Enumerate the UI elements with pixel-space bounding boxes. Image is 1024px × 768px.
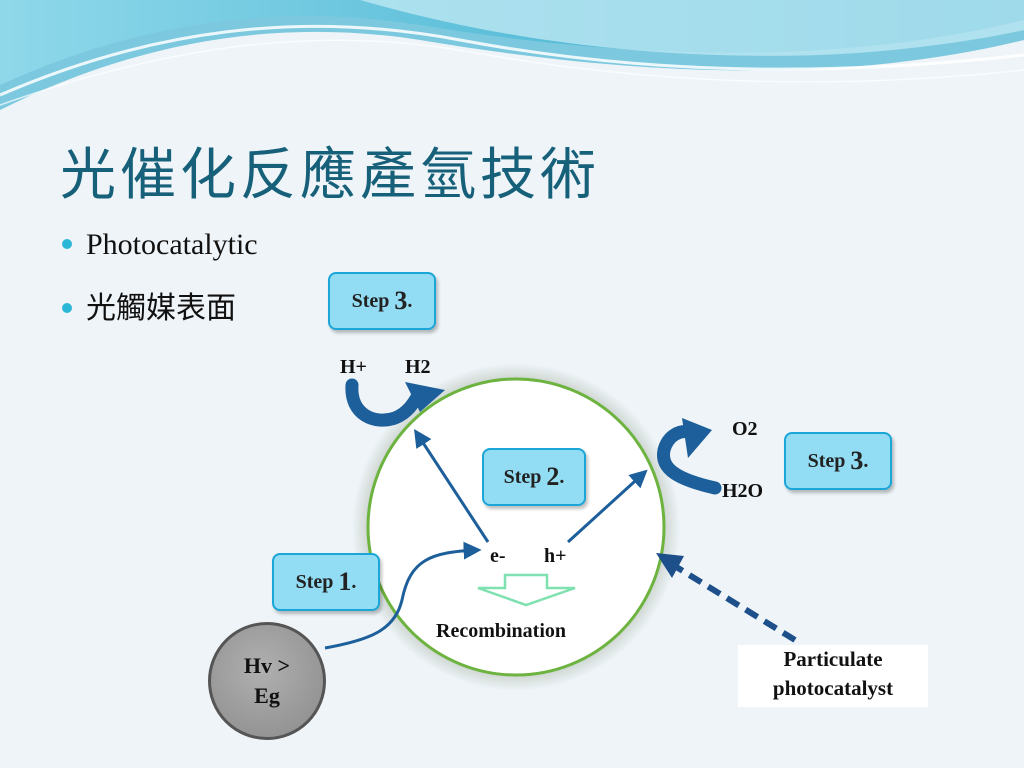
bullet-item: 光觸媒表面	[62, 283, 236, 327]
step-label: Step	[351, 289, 390, 312]
particulate-line2: photocatalyst	[772, 676, 894, 700]
bullet-dot	[62, 239, 72, 250]
arrow-to-o2	[566, 469, 648, 544]
bullet-text: 光觸媒表面	[86, 292, 236, 325]
step-number: 2	[546, 462, 560, 491]
arrow-excitation	[324, 541, 482, 650]
step-label: Step	[295, 570, 334, 593]
bullet-dot	[62, 303, 72, 314]
recombination-label: Recombination	[436, 620, 566, 642]
page-title: 光催化反應產氫技術	[60, 143, 600, 208]
step3-right-box: Step 3.	[784, 432, 892, 490]
dashed-pointer-arrow	[663, 557, 797, 643]
step-suffix: .	[559, 465, 565, 488]
hole-label: h+	[544, 545, 567, 567]
step3-top-box: Step 3.	[328, 272, 436, 330]
step-number: 3	[850, 446, 864, 475]
step-suffix: .	[863, 449, 869, 472]
h2o-label: H2O	[722, 480, 764, 502]
arrow-to-h2	[414, 428, 490, 543]
particulate-photocatalyst-label: Particulate photocatalyst	[738, 645, 928, 707]
energy-line2: Eg	[254, 683, 280, 708]
step1-box: Step 1.	[272, 553, 380, 611]
particulate-line1: Particulate	[783, 647, 883, 671]
step-suffix: .	[351, 570, 357, 593]
step-label: Step	[503, 465, 542, 488]
electron-label: e-	[490, 545, 506, 567]
energy-circle: Hv > Eg	[208, 622, 326, 740]
step2-box: Step 2.	[482, 448, 586, 506]
h2-label: H2	[405, 356, 431, 378]
bullet-item: Photocatalytic	[62, 228, 258, 262]
bullet-text: Photocatalytic	[86, 228, 258, 261]
step-number: 3	[394, 286, 408, 315]
h2o-to-o2-arrow	[657, 425, 722, 495]
particle-circle	[366, 377, 666, 677]
step-number: 1	[338, 567, 352, 596]
energy-line1: Hv >	[243, 653, 291, 678]
h-plus-top-label: H+	[340, 356, 367, 378]
step-suffix: .	[407, 289, 413, 312]
o2-label: O2	[732, 418, 758, 440]
recombination-arrow	[477, 573, 576, 607]
step-label: Step	[807, 449, 846, 472]
